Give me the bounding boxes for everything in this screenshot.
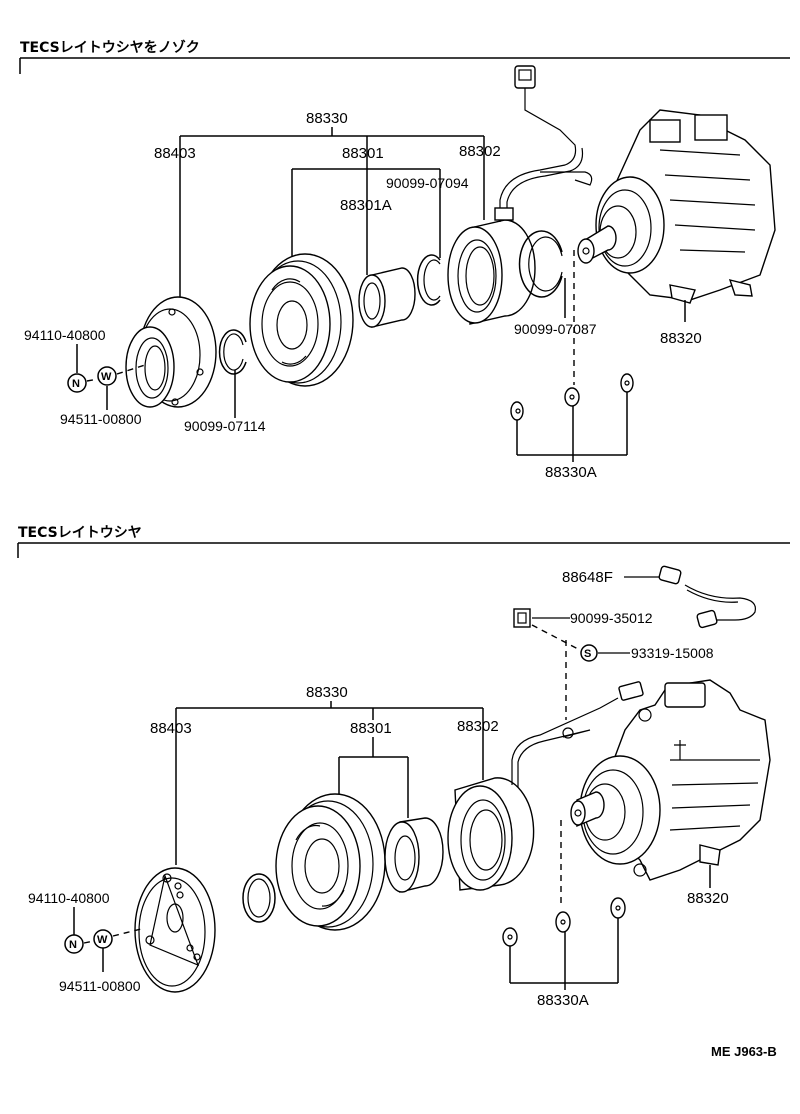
section-top: TECSレイトウシヤをノゾク 88330 88403 88301 88302 9…: [19, 39, 790, 481]
snap-ring-90099-07114[interactable]: [218, 329, 247, 375]
snap-ring-bottom[interactable]: [242, 873, 276, 923]
axis-clamp-screw: [531, 624, 581, 651]
leader-88330-bottom: [175, 701, 484, 865]
axis-nut-washer-bottom: [83, 940, 95, 944]
axis-nut-washer-top: [86, 378, 99, 382]
label-88330A-top[interactable]: 88330A: [545, 464, 597, 481]
washer-symbol-bottom[interactable]: W: [93, 929, 113, 949]
hub-88403-top[interactable]: [125, 296, 217, 408]
shims-88330A-bottom[interactable]: [502, 897, 626, 947]
label-88301-top[interactable]: 88301: [342, 145, 384, 162]
label-88330A-bottom[interactable]: 88330A: [537, 992, 589, 1009]
compressor-88320-bottom[interactable]: [570, 679, 771, 881]
hub-88403-bottom[interactable]: [134, 867, 216, 993]
label-88302-top[interactable]: 88302: [459, 143, 501, 160]
label-88302-bottom[interactable]: 88302: [457, 718, 499, 735]
snap-ring-90099-07087[interactable]: [518, 230, 563, 298]
compressor-88320-top[interactable]: [577, 109, 776, 304]
label-88320-bottom[interactable]: 88320: [687, 890, 729, 907]
pulley-88301-top[interactable]: [249, 253, 354, 387]
section-bottom: TECSレイトウシヤ 88648F 90099-35012 S 93319-15…: [17, 525, 790, 1009]
label-88320-top[interactable]: 88320: [660, 330, 702, 347]
svg-text:W: W: [97, 934, 108, 946]
label-93319-15008[interactable]: 93319-15008: [631, 645, 714, 661]
label-94110-40800-bottom[interactable]: 94110-40800: [28, 890, 110, 906]
coil-88302-bottom[interactable]: [447, 681, 644, 891]
label-94511-00800-bottom[interactable]: 94511-00800: [59, 978, 141, 994]
label-88330-top[interactable]: 88330: [306, 110, 348, 127]
label-90099-35012[interactable]: 90099-35012: [570, 610, 653, 626]
bearing-88301A[interactable]: [358, 267, 416, 328]
leader-88330A-top: [516, 392, 628, 462]
section-title-bottom: TECSレイトウシヤ: [18, 525, 142, 541]
label-88301A[interactable]: 88301A: [340, 197, 392, 214]
nut-symbol-bottom[interactable]: N: [64, 934, 84, 954]
svg-text:N: N: [69, 939, 77, 951]
leader-88301-top: [291, 168, 441, 260]
shims-88330A-top[interactable]: [510, 373, 634, 421]
label-90099-07114[interactable]: 90099-07114: [184, 418, 266, 434]
svg-text:W: W: [101, 371, 112, 383]
washer-symbol-top[interactable]: W: [97, 366, 117, 386]
clamp-90099-35012[interactable]: [513, 608, 531, 628]
label-88330-bottom[interactable]: 88330: [306, 684, 348, 701]
label-88403-top[interactable]: 88403: [154, 145, 196, 162]
svg-text:N: N: [72, 378, 80, 390]
coil-88302-top[interactable]: [447, 65, 593, 325]
label-90099-07087[interactable]: 90099-07087: [514, 321, 597, 337]
label-90099-07094[interactable]: 90099-07094: [386, 175, 469, 191]
svg-text:S: S: [584, 648, 591, 660]
label-88648F[interactable]: 88648F: [562, 569, 613, 586]
diagram-code: ME J963-B: [711, 1044, 777, 1059]
leader-88330-top: [179, 127, 485, 305]
axis-washer-hub-top: [116, 363, 149, 375]
axis-washer-hub-bottom: [112, 927, 146, 937]
label-94511-00800-top[interactable]: 94511-00800: [60, 411, 142, 427]
pulley-88301-bottom[interactable]: [275, 793, 386, 931]
snap-ring-90099-07094[interactable]: [416, 254, 441, 306]
harness-88648F[interactable]: [658, 565, 757, 629]
bearing-bottom[interactable]: [384, 817, 444, 893]
label-88403-bottom[interactable]: 88403: [150, 720, 192, 737]
label-94110-40800-top[interactable]: 94110-40800: [24, 327, 106, 343]
nut-symbol-top[interactable]: N: [67, 373, 87, 393]
section-title-top: TECSレイトウシヤをノゾク: [20, 39, 200, 56]
label-88301-bottom[interactable]: 88301: [350, 720, 392, 737]
screw-symbol[interactable]: S: [580, 644, 598, 662]
leader-88330A-bottom: [509, 918, 619, 990]
